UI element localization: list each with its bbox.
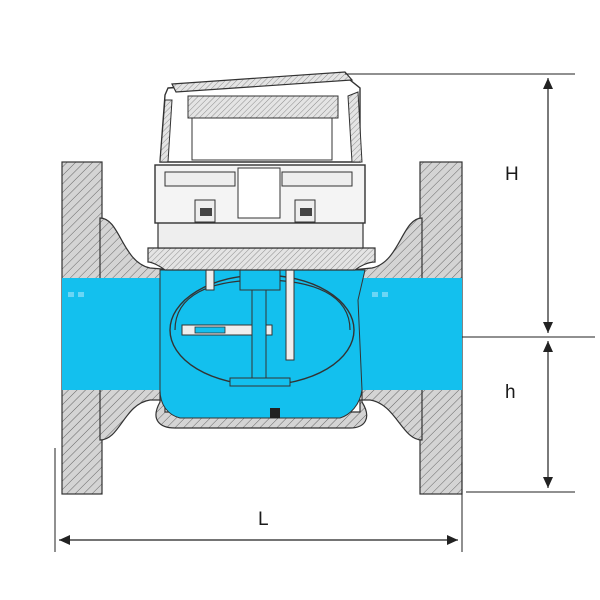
lid-cover: [159, 71, 363, 163]
dimension-h: h: [466, 341, 575, 493]
dimension-h-label: h: [505, 382, 516, 403]
register-housing: [147, 164, 376, 271]
measuring-chamber: [169, 229, 355, 418]
dimension-H-label: H: [505, 164, 519, 185]
dimension-L: L: [54, 448, 463, 552]
dimension-H: H: [345, 73, 595, 338]
dimension-L-label: L: [258, 509, 269, 530]
